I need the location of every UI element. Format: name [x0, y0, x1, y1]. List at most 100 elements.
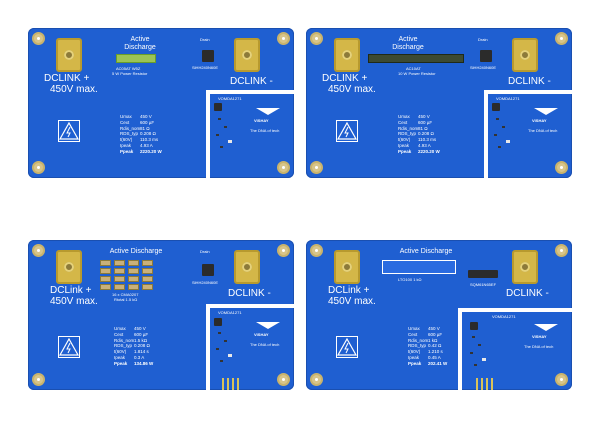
smd-resistor	[142, 260, 153, 266]
mounting-hole	[32, 373, 45, 386]
smd-part	[216, 348, 219, 350]
drain-label: Drain	[200, 249, 210, 254]
silk-frame	[206, 304, 210, 390]
smd-resistor	[114, 276, 125, 282]
mosfet-chip	[202, 50, 214, 62]
mosfet-chip	[468, 270, 498, 278]
board-title: Active Discharge	[392, 36, 424, 51]
fet-part-label: SiHH240N60E	[192, 65, 219, 70]
power-resistor	[368, 54, 464, 63]
dclink-minus-terminal	[234, 38, 260, 72]
tagline-label: The DNA of tech	[250, 128, 280, 133]
driver-label: VOMDA1271	[492, 314, 516, 319]
brand-label: VISHAY	[254, 332, 269, 337]
mounting-hole	[32, 161, 45, 174]
smd-part	[216, 134, 219, 136]
smd-part	[496, 118, 499, 120]
dclink-plus-label: DCLINK +	[322, 73, 368, 84]
resistor-part-label: LTO100 1 kΩ	[398, 277, 422, 282]
smd-resistor	[114, 260, 125, 266]
smd-part	[218, 332, 221, 334]
dclink-plus-terminal	[56, 38, 82, 72]
dclink-max-label: 450V max.	[50, 296, 98, 307]
smd-resistor	[128, 284, 139, 290]
mounting-hole	[555, 32, 568, 45]
driver-label: VOMDA1271	[218, 310, 242, 315]
header-pin	[232, 378, 234, 390]
dclink-minus-label: DCLINK -	[228, 288, 271, 299]
resistor-part-label: AC05AT W5Z	[116, 66, 141, 71]
silk-frame	[458, 308, 462, 390]
power-resistor	[116, 54, 156, 63]
fet-part-label: SQM61N65EF	[470, 282, 497, 287]
driver-ic	[214, 103, 222, 111]
mounting-hole	[310, 161, 323, 174]
resistor-footprint	[382, 260, 456, 274]
driver-label: VOMDA1271	[218, 96, 242, 101]
dclink-plus-terminal	[56, 250, 82, 284]
header-pin	[476, 378, 478, 390]
smd-part	[502, 126, 505, 128]
smd-part	[218, 118, 221, 120]
pcb-board-3: Active Discharge Drain 16 x CMA0207 Rtot…	[28, 240, 294, 390]
smd-resistor	[100, 260, 111, 266]
dclink-plus-terminal	[334, 38, 360, 72]
smd-resistor	[128, 260, 139, 266]
driver-ic	[214, 318, 222, 326]
dclink-plus-label: DCLINK +	[44, 73, 90, 84]
dclink-minus-terminal	[512, 38, 538, 72]
spec-row: t(60V)1.210 s	[408, 349, 443, 355]
tagline-label: The DNA of tech	[524, 344, 554, 349]
smd-resistor	[100, 268, 111, 274]
dclink-minus-label: DCLINK -	[506, 288, 549, 299]
high-voltage-warning-icon	[336, 336, 358, 358]
mounting-hole	[310, 32, 323, 45]
resistor-part-label: 16 x CMA0207	[112, 292, 139, 297]
smd-resistor	[128, 268, 139, 274]
pcb-board-2: Active Discharge Drain AC10AT 10 W Power…	[306, 28, 572, 178]
smd-part	[498, 146, 501, 148]
high-voltage-warning-icon	[58, 336, 80, 358]
pcb-board-1: Active Discharge Drain AC05AT W5Z 5 W Po…	[28, 28, 294, 178]
dclink-minus-label: DCLINK -	[230, 76, 273, 87]
mosfet-chip	[202, 264, 214, 276]
header-pin	[491, 378, 493, 390]
high-voltage-warning-icon	[58, 120, 80, 142]
drain-label: Drain	[478, 37, 488, 42]
mounting-hole	[555, 161, 568, 174]
spec-row: t(60V)1.814 s	[114, 349, 149, 355]
smd-part	[470, 352, 473, 354]
tagline-label: The DNA of tech	[250, 342, 280, 347]
mounting-hole	[310, 244, 323, 257]
resistor-desc-label: Rtotal 1.5 kΩ	[114, 297, 138, 302]
silk-frame	[484, 90, 572, 94]
tagline-label: The DNA of tech	[528, 128, 558, 133]
smd-resistor	[114, 268, 125, 274]
smd-part	[494, 134, 497, 136]
header-pin	[486, 378, 488, 390]
header-pin	[481, 378, 483, 390]
resistor-part-label: AC10AT	[406, 66, 421, 71]
fet-part-label: SiHH240N60E	[192, 280, 219, 285]
mounting-hole	[32, 244, 45, 257]
mounting-hole	[277, 32, 290, 45]
smd-part	[472, 336, 475, 338]
smd-resistor	[142, 284, 153, 290]
high-voltage-warning-icon	[336, 120, 358, 142]
driver-label: VOMDA1271	[496, 96, 520, 101]
